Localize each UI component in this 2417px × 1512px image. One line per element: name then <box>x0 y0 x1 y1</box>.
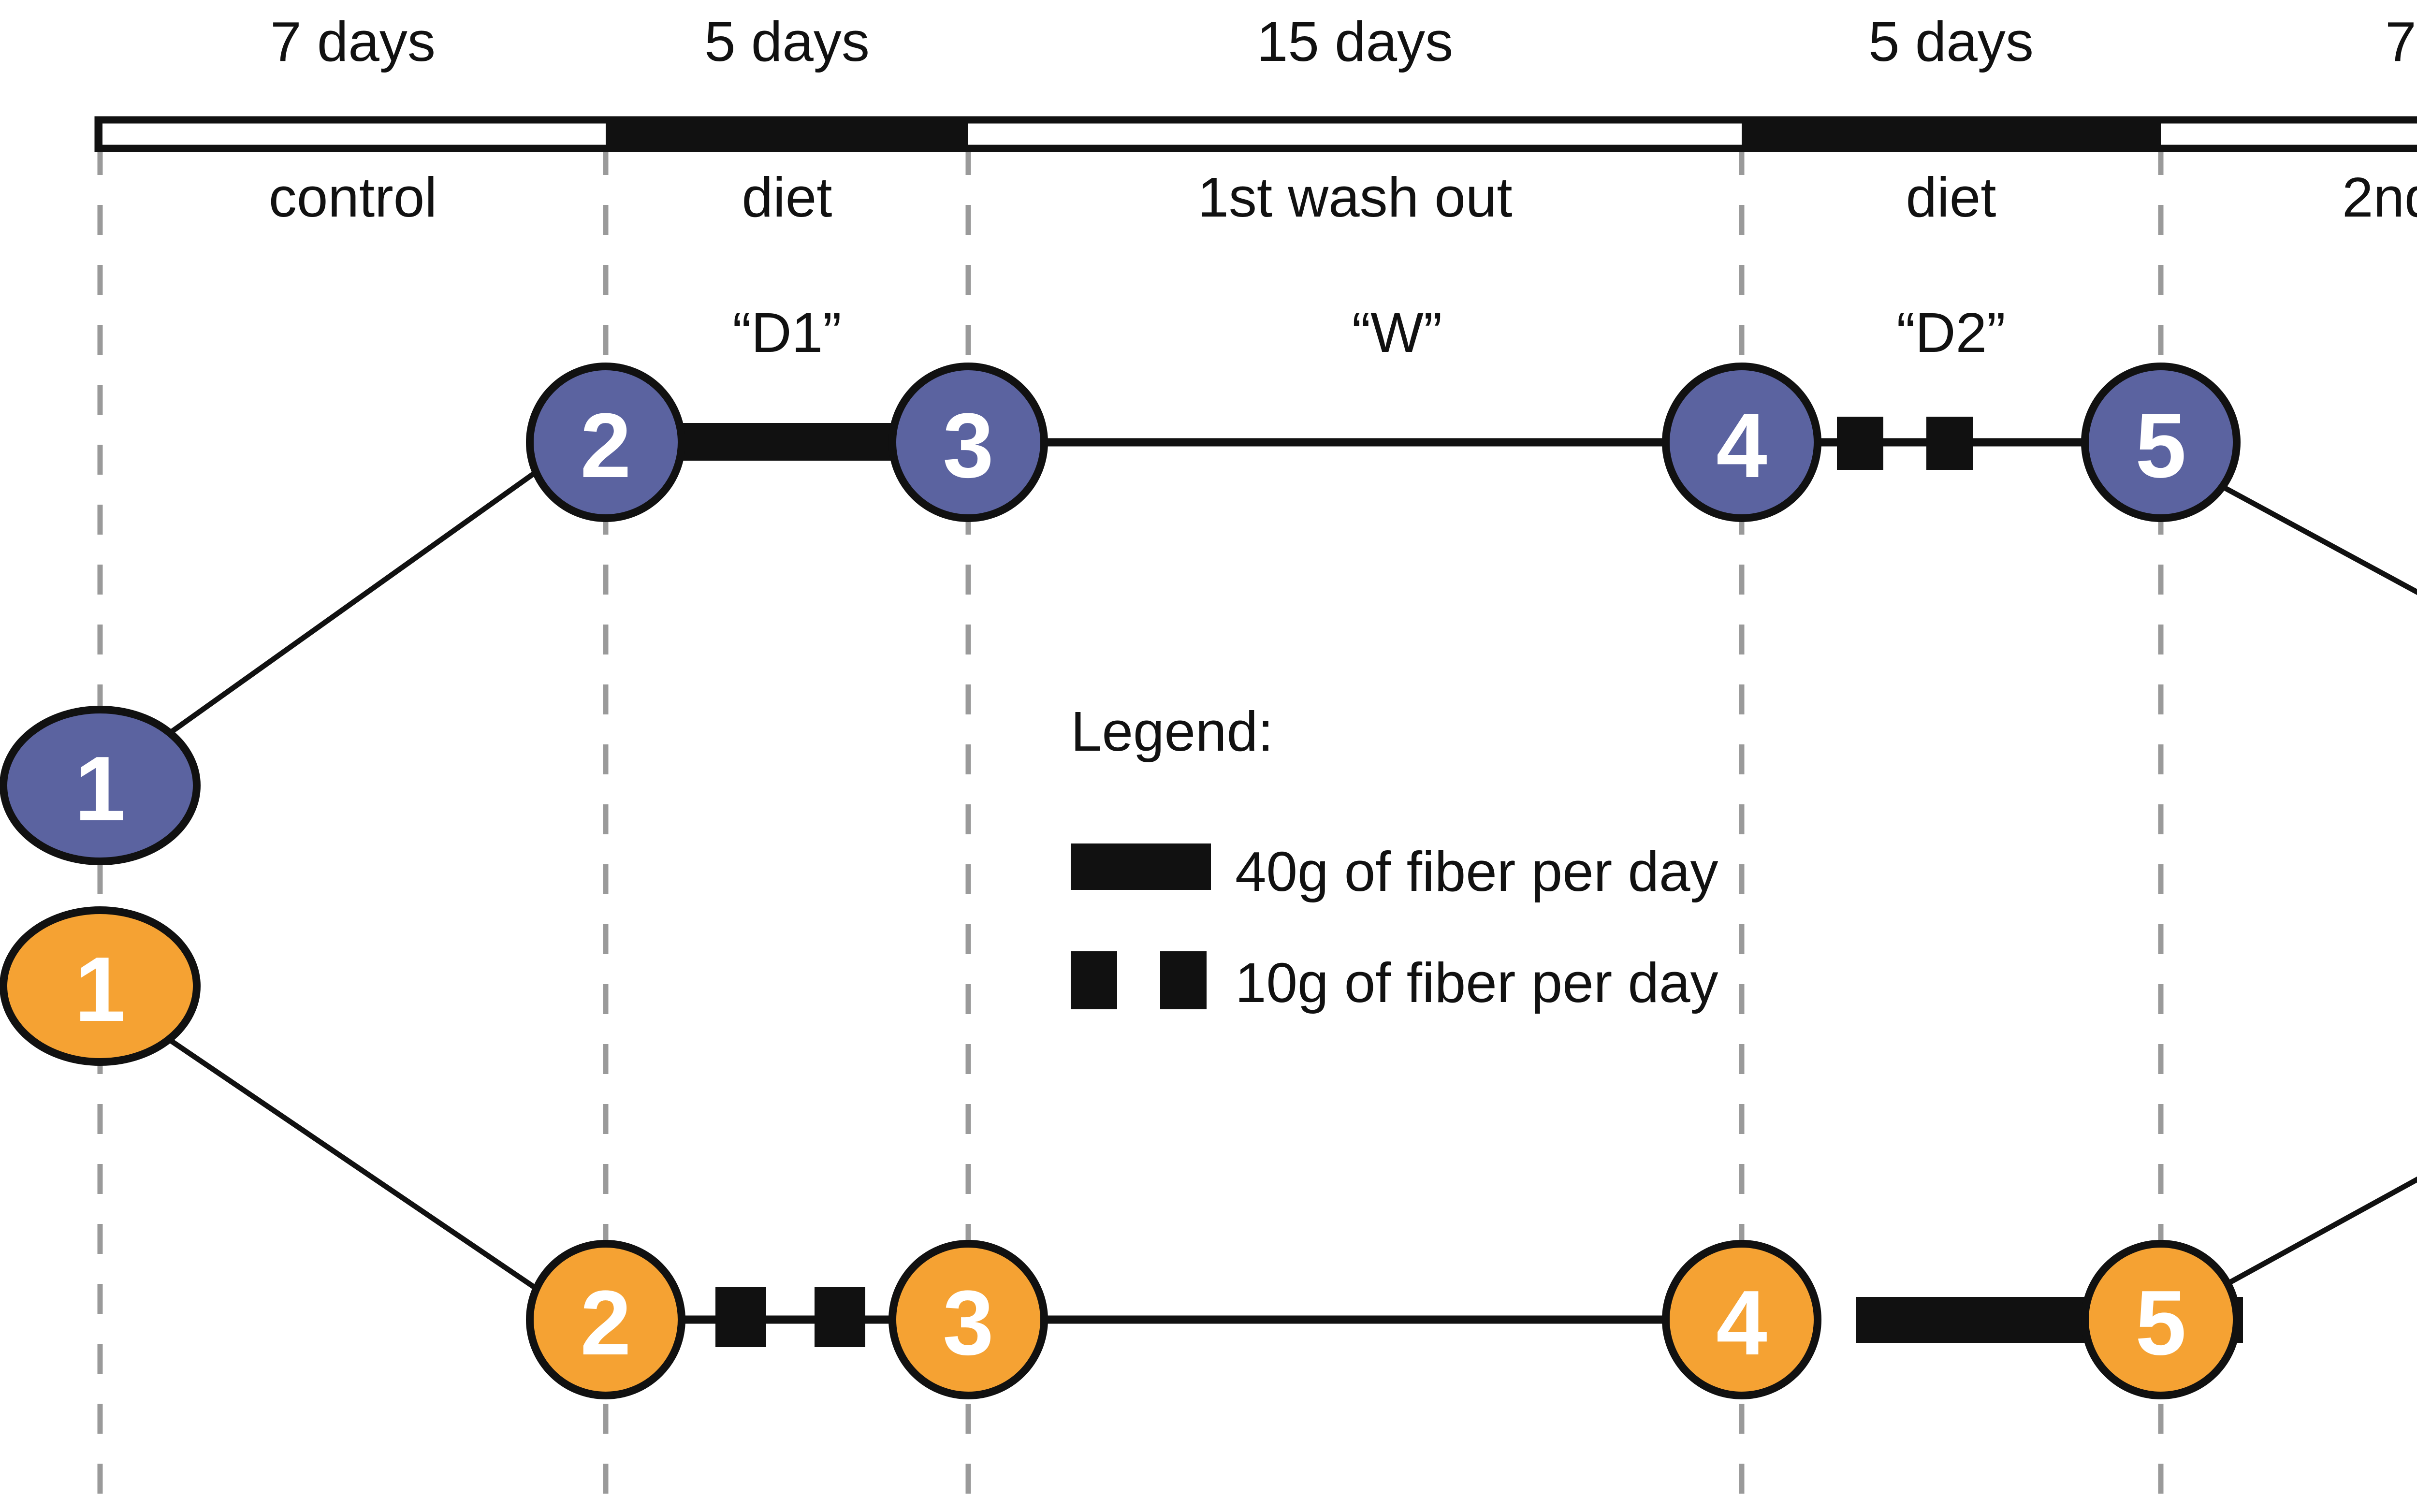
orange-node-2 <box>526 1240 685 1399</box>
orange-nodes <box>0 906 2241 1399</box>
blue-node-1 <box>0 706 201 865</box>
period-code-2: “W” <box>1352 301 1442 364</box>
orange-node-4 <box>1662 1240 1821 1399</box>
legend-item-label-0: 40g of fiber per day <box>1235 840 1718 903</box>
orange-edge-1-2 <box>138 1018 563 1308</box>
blue-node-label-4: 4 <box>1716 394 1767 497</box>
period-duration-3: 5 days <box>1868 10 2034 73</box>
period-phase-0: control <box>268 166 437 229</box>
period-duration-2: 15 days <box>1256 10 1454 73</box>
orange-edge-2-3-dash-b <box>815 1287 865 1347</box>
blue-node-label-2: 2 <box>580 394 631 497</box>
blue-edge-2-3-thick <box>667 423 909 461</box>
legend-swatch-dash-a <box>1071 951 1117 1009</box>
period-code-1: “D1” <box>732 301 842 364</box>
orange-edge-2-3-dash-a <box>715 1287 766 1347</box>
period-phase-4: 2nd wash out <box>2342 166 2417 229</box>
orange-edge-5-6 <box>2222 1176 2417 1288</box>
period-code-3: “D2” <box>1896 301 2006 364</box>
blue-edge-1-2 <box>138 452 563 756</box>
period-duration-1: 5 days <box>704 10 870 73</box>
period-phase-2: 1st wash out <box>1197 166 1513 229</box>
blue-node-label-3: 3 <box>943 394 994 497</box>
blue-node-label-5: 5 <box>2135 394 2186 497</box>
blue-node-5 <box>2081 363 2241 522</box>
legend-swatches <box>1071 843 1211 1009</box>
blue-edge-4-5-dash-a <box>1837 417 1883 470</box>
blue-edge-5-6 <box>2215 481 2417 595</box>
timeline-bar <box>94 116 2417 152</box>
blue-edge-4-5-dash-b <box>1926 417 1973 470</box>
period-phase-1: diet <box>742 166 832 229</box>
orange-node-5 <box>2081 1240 2241 1399</box>
legend-swatch-dash-b <box>1160 951 1207 1009</box>
orange-node-label-2: 2 <box>580 1272 631 1374</box>
orange-node-3 <box>888 1240 1048 1399</box>
period-phase-3: diet <box>1906 166 1996 229</box>
blue-arm: 1 2 3 4 5 6 <box>0 363 2417 865</box>
blue-node-labels: 1 2 3 4 5 6 <box>74 394 2186 840</box>
blue-node-label-1: 1 <box>74 738 126 840</box>
legend-title: Legend: <box>1071 700 1274 763</box>
orange-arm: 1 2 3 4 5 6 <box>0 906 2417 1399</box>
orange-node-labels: 1 2 3 4 5 6 <box>74 938 2186 1374</box>
orange-node-label-3: 3 <box>943 1272 994 1374</box>
orange-node-label-1: 1 <box>74 938 126 1041</box>
blue-node-4 <box>1662 363 1821 522</box>
orange-node-label-5: 5 <box>2135 1272 2186 1374</box>
timeline-segment-diet-2 <box>1742 116 2161 152</box>
timeline-segment-diet-1 <box>606 116 968 152</box>
blue-nodes <box>0 363 2241 865</box>
period-duration-0: 7 days <box>270 10 436 73</box>
orange-node-label-4: 4 <box>1716 1272 1767 1374</box>
period-duration-4: 7 days <box>2385 10 2417 73</box>
blue-node-2 <box>526 363 685 522</box>
legend-item-label-1: 10g of fiber per day <box>1235 951 1718 1014</box>
blue-node-3 <box>888 363 1048 522</box>
orange-node-1 <box>0 906 201 1066</box>
legend-swatch-solid-bar <box>1071 843 1211 890</box>
